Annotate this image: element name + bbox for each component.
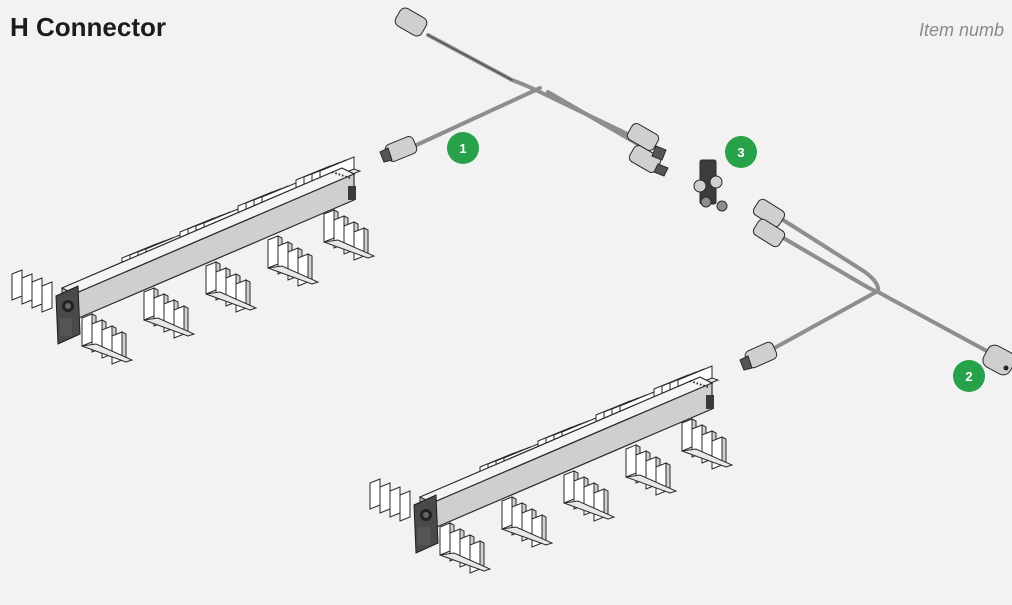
callout-label-1: 1	[459, 141, 466, 156]
light-fixture-2	[370, 366, 732, 573]
connector-cable-1	[408, 33, 650, 152]
light-fixture-1	[12, 157, 374, 364]
cable-2-plugs-left	[752, 198, 786, 248]
callout-badge-1: 1	[447, 132, 479, 164]
item-number-label: Item numb	[919, 20, 1005, 40]
cable-2-plug-right	[982, 344, 1012, 376]
callout-label-3: 3	[737, 145, 744, 160]
callout-label-2: 2	[965, 369, 972, 384]
cable-1-plug-top	[394, 7, 428, 37]
connector-cable-2	[758, 216, 998, 358]
callout-badge-3: 3	[725, 136, 757, 168]
cable-1-plugs-right	[626, 123, 669, 177]
callout-badge-2: 2	[953, 360, 985, 392]
cable-2-plug-bottom	[739, 341, 778, 371]
cable-1-plug-left	[379, 136, 418, 163]
h-connector-coupler	[693, 159, 728, 212]
page-title: H Connector	[10, 12, 166, 42]
